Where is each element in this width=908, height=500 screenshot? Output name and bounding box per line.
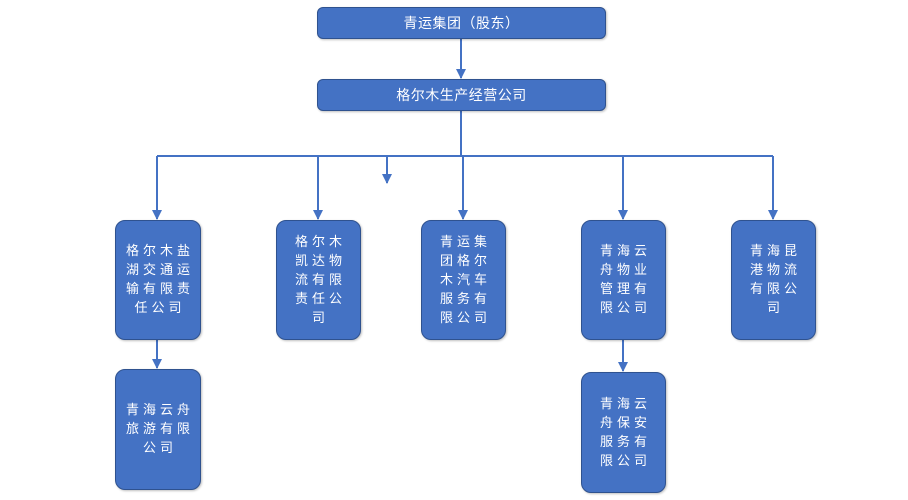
node-yunzhou-tourism: 青海云舟旅游有限公司 xyxy=(115,369,201,490)
node-label: 青海昆港物流有限公司 xyxy=(749,244,801,316)
node-label: 格尔木盐湖交通运输有限责任公司 xyxy=(126,244,195,316)
node-yunzhou-security: 青海云舟保安服务有限公司 xyxy=(581,372,666,493)
node-golmud-yanhu-transport: 格尔木盐湖交通运输有限责任公司 xyxy=(115,220,201,340)
node-golmud-kaida-logistics: 格尔木凯达物流有限责任公司 xyxy=(276,220,361,340)
node-label: 青海云舟保安服务有限公司 xyxy=(599,396,651,469)
node-label: 格尔木凯达物流有限责任公司 xyxy=(294,234,346,326)
node-label: 青运集团（股东） xyxy=(403,16,520,32)
node-label: 青海云舟物业管理有限公司 xyxy=(599,244,651,316)
node-label: 青海云舟旅游有限公司 xyxy=(126,403,195,456)
node-qingyun-group: 青运集团（股东） xyxy=(317,7,606,39)
node-kungang-logistics: 青海昆港物流有限公司 xyxy=(731,220,816,340)
node-golmud-auto-service: 青运集团格尔木汽车服务有限公司 xyxy=(421,220,506,340)
node-label: 青运集团格尔木汽车服务有限公司 xyxy=(439,234,491,326)
node-yunzhou-property: 青海云舟物业管理有限公司 xyxy=(581,220,666,340)
node-golmud-operating-company: 格尔木生产经营公司 xyxy=(317,79,606,111)
node-label: 格尔木生产经营公司 xyxy=(396,88,527,104)
